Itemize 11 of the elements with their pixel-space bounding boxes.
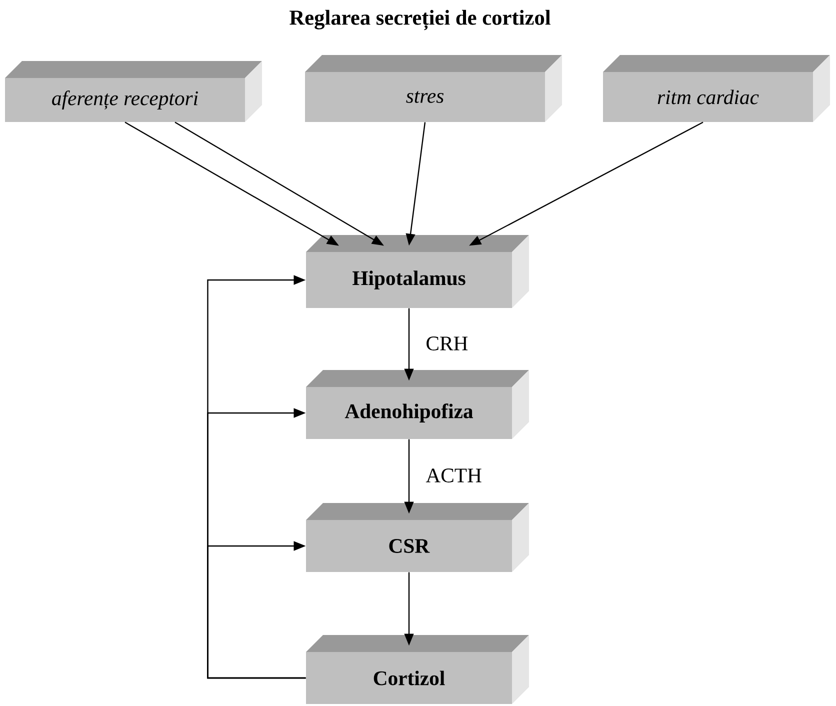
arrow — [207, 541, 306, 679]
edge-label: CRH — [426, 336, 468, 350]
title: Reglarea secreției de cortizol — [290, 10, 550, 30]
box: Adenohipofiza — [306, 370, 529, 439]
box: stres — [305, 55, 562, 122]
box: ritm cardiac — [603, 55, 830, 122]
box: aferențe receptori — [5, 61, 262, 122]
edge-label: ACTH — [426, 468, 482, 482]
box: Hipotalamus — [306, 235, 529, 308]
box: CSR — [306, 503, 529, 572]
box: Cortizol — [306, 635, 529, 704]
